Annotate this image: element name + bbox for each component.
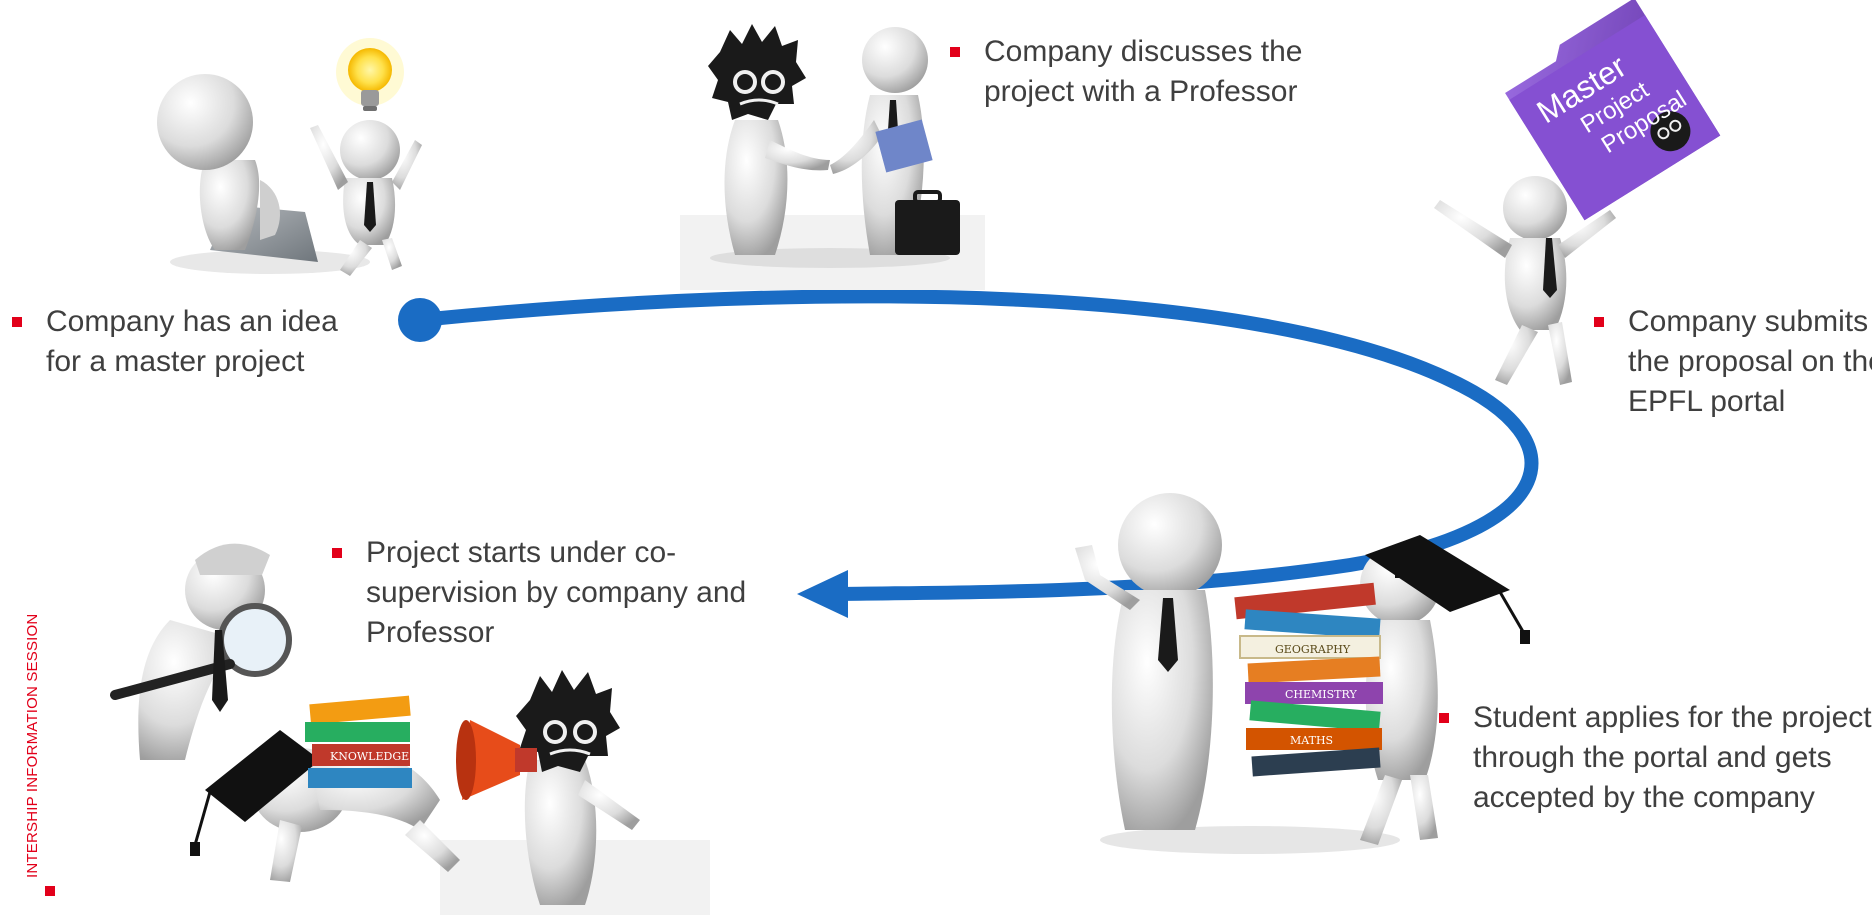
scene-idea xyxy=(157,38,422,276)
graduation-cap-icon xyxy=(1365,535,1530,644)
magnifier-icon xyxy=(110,603,292,700)
lightbulb-icon xyxy=(336,38,404,111)
books-icon: KNOWLEDGE xyxy=(305,695,412,788)
side-session-label: INTERSHIP INFORMATION SESSION xyxy=(24,613,41,878)
step-start-text: Project starts under co-supervision by c… xyxy=(366,536,747,649)
step-submission-text: Company submits the proposal on the EPFL… xyxy=(1628,305,1872,418)
bullet-square-icon xyxy=(1439,713,1449,723)
bullet-square-icon xyxy=(950,47,960,57)
step-submission: Company submits the proposal on the EPFL… xyxy=(1592,302,1872,422)
einstein-head-icon xyxy=(708,24,806,120)
scene-handshake xyxy=(680,24,985,290)
step-application-text: Student applies for the project through … xyxy=(1473,701,1872,814)
megaphone-icon xyxy=(456,720,537,800)
flow-arrowhead-icon xyxy=(797,570,848,618)
flow-start-dot xyxy=(398,298,442,342)
book-label-knowledge: KNOWLEDGE xyxy=(330,750,409,763)
book-label-maths: MATHS xyxy=(1290,734,1333,747)
thinker-head xyxy=(157,74,253,170)
graduation-cap-icon xyxy=(190,730,320,856)
side-square-icon xyxy=(45,886,55,896)
bullet-square-icon xyxy=(12,317,22,327)
flyer-card xyxy=(875,119,933,173)
einstein-head-icon xyxy=(1650,111,1691,152)
flow-arrow xyxy=(398,289,1539,618)
scene-supervision: KNOWLEDGE xyxy=(110,543,710,915)
bullet-square-icon xyxy=(1594,317,1604,327)
step-idea: Company has an idea for a master project xyxy=(10,302,346,382)
book-label-geography: GEOGRAPHY xyxy=(1275,643,1351,656)
books-icon: GEOGRAPHY CHEMISTRY MATHS xyxy=(1234,582,1383,777)
step-idea-text: Company has an idea for a master project xyxy=(46,305,338,378)
step-discussion: Company discusses the project with a Pro… xyxy=(948,32,1324,112)
folder-icon: Master Project Proposal xyxy=(1505,0,1721,221)
step-application: Student applies for the project through … xyxy=(1437,698,1872,818)
bullet-square-icon xyxy=(332,548,342,558)
step-discussion-text: Company discusses the project with a Pro… xyxy=(984,35,1303,108)
step-start: Project starts under co-supervision by c… xyxy=(330,533,786,653)
einstein-head-icon xyxy=(516,670,620,772)
scene-proposal: Master Project Proposal xyxy=(1434,0,1721,385)
book-label-chemistry: CHEMISTRY xyxy=(1285,688,1357,701)
briefcase-icon xyxy=(895,190,960,255)
scene-application: GEOGRAPHY CHEMISTRY MATHS xyxy=(1075,493,1530,854)
